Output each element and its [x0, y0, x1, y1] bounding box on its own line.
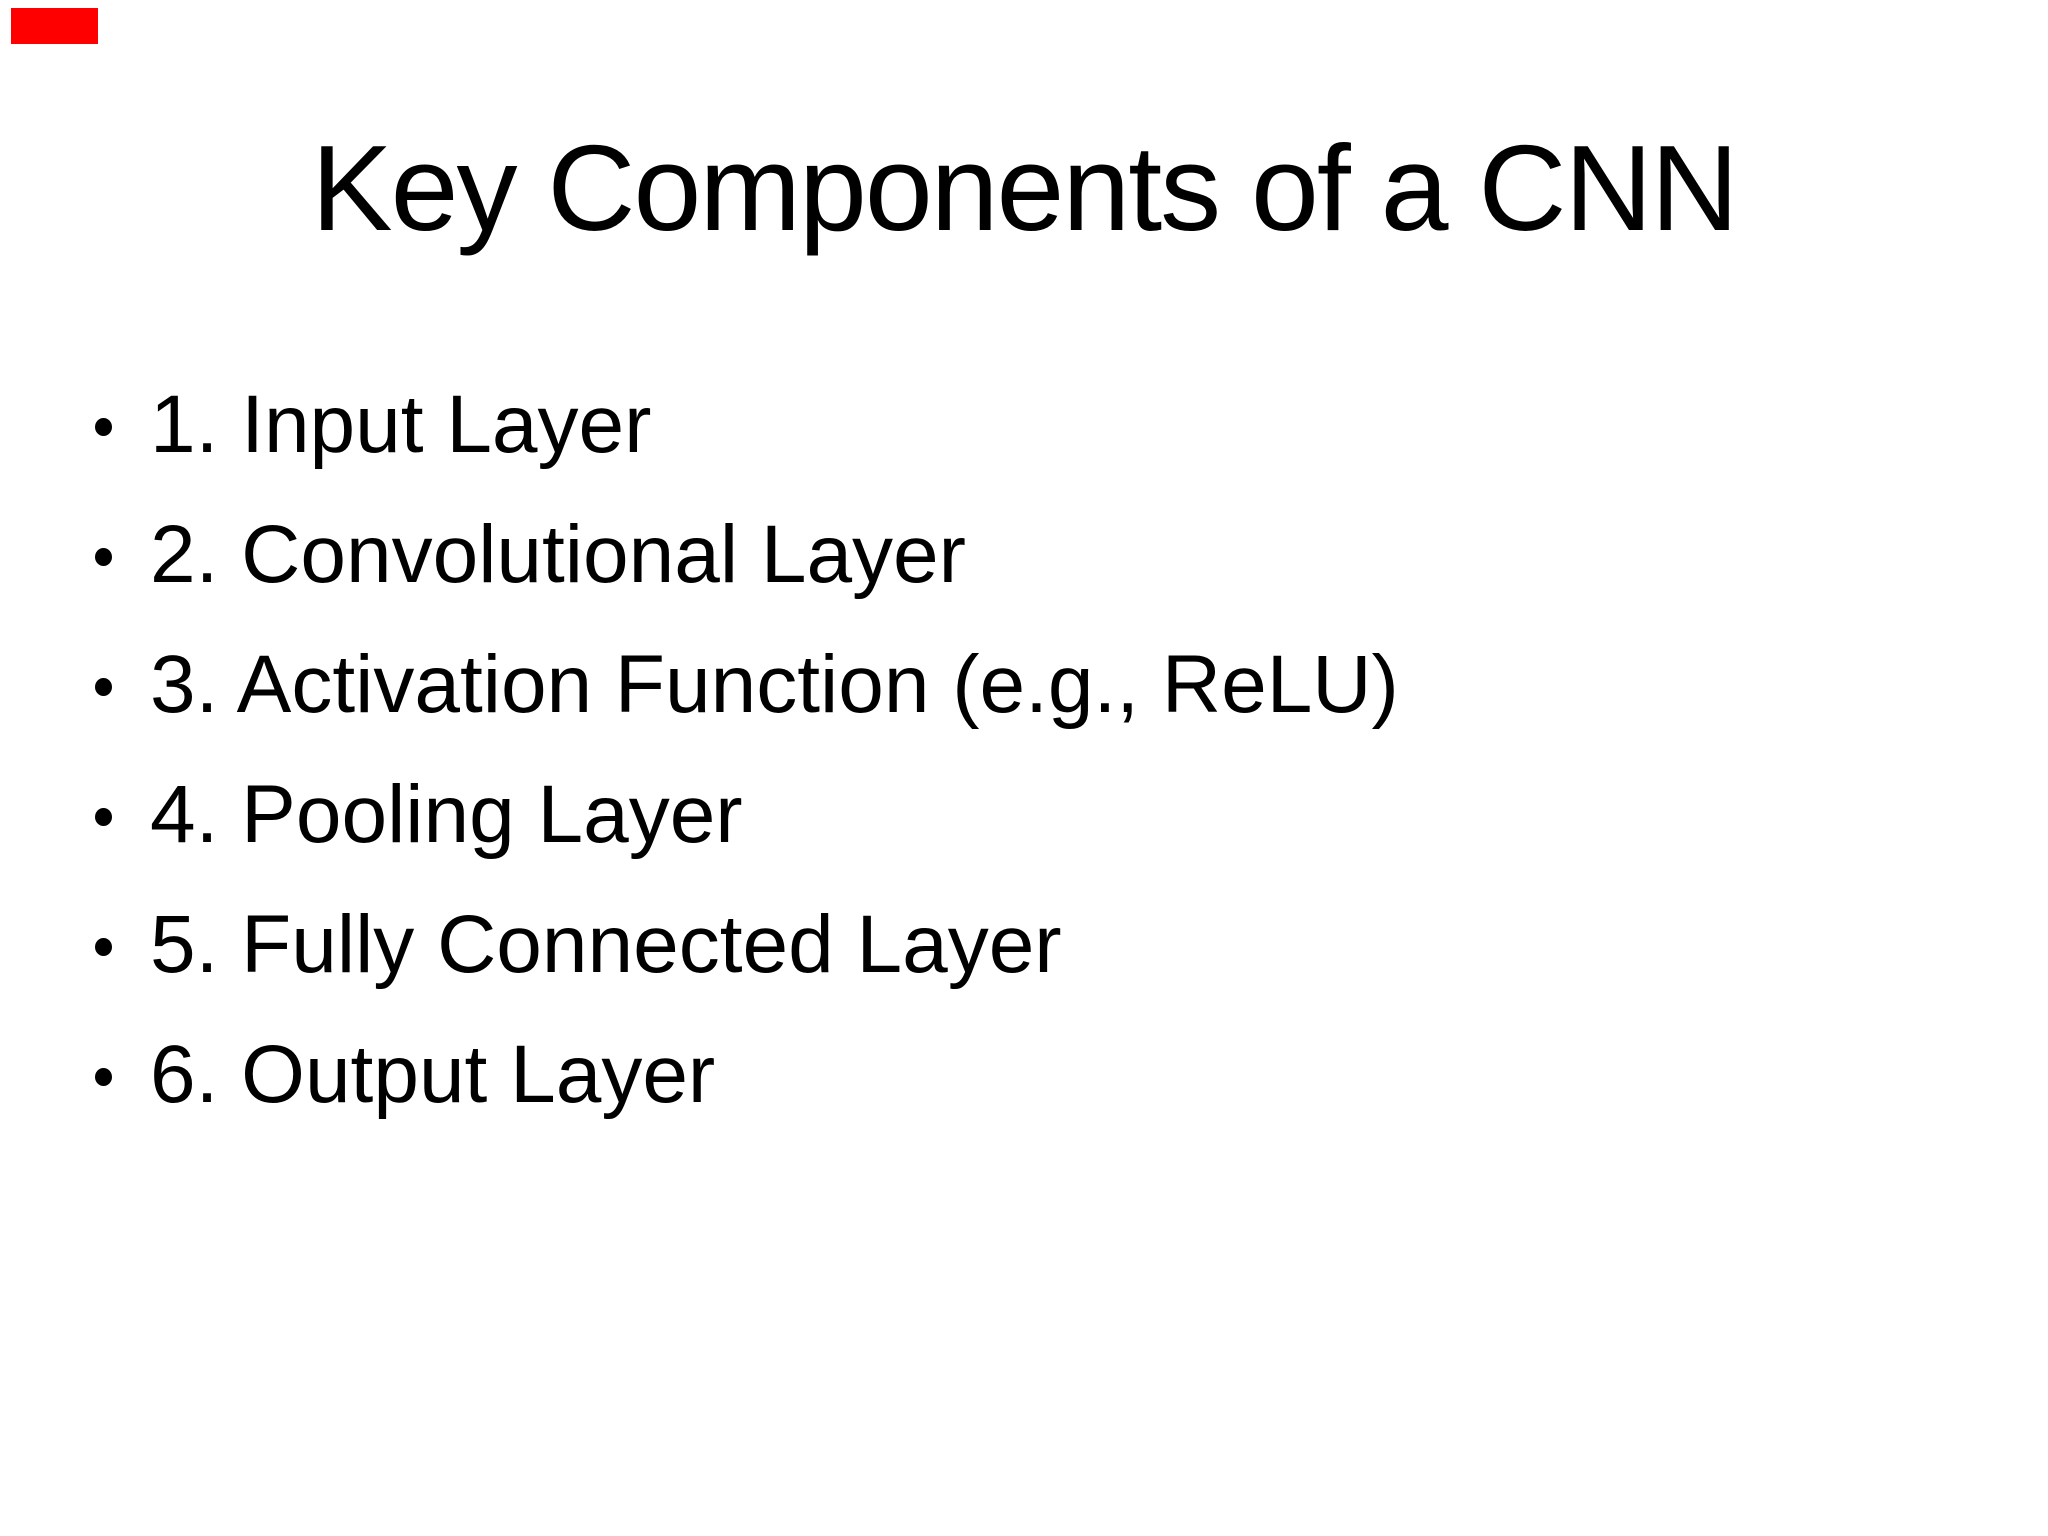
bullet-icon — [95, 808, 112, 826]
bullet-icon — [95, 418, 112, 436]
list-item: 4. Pooling Layer — [95, 750, 1988, 880]
list-item: 3. Activation Function (e.g., ReLU) — [95, 620, 1988, 750]
list-item-label: 3. Activation Function (e.g., ReLU) — [150, 639, 1399, 730]
list-item-label: 1. Input Layer — [150, 379, 652, 470]
bullet-icon — [95, 678, 112, 696]
bullet-icon — [95, 548, 112, 566]
list-item-label: 2. Convolutional Layer — [150, 509, 966, 600]
list-item: 1. Input Layer — [95, 360, 1988, 490]
bullet-icon — [95, 938, 112, 956]
slide-title: Key Components of a CNN — [311, 120, 1738, 256]
list-item-label: 6. Output Layer — [150, 1029, 716, 1120]
bullet-icon — [95, 1068, 112, 1086]
bullet-list: 1. Input Layer 2. Convolutional Layer 3.… — [95, 360, 1988, 1140]
list-item: 2. Convolutional Layer — [95, 490, 1988, 620]
list-item: 5. Fully Connected Layer — [95, 880, 1988, 1010]
list-item: 6. Output Layer — [95, 1010, 1988, 1140]
list-item-label: 4. Pooling Layer — [150, 769, 743, 860]
recording-indicator — [11, 8, 98, 44]
list-item-label: 5. Fully Connected Layer — [150, 899, 1062, 990]
